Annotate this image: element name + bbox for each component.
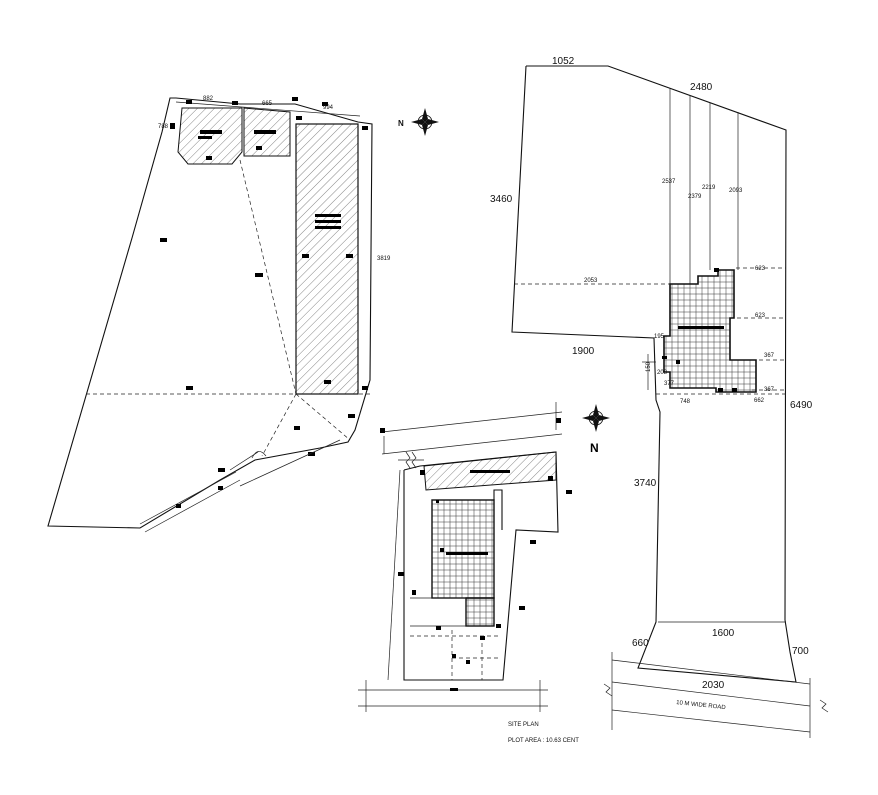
dim-right-frontage: 1600 [712,628,735,639]
site-plan-title: SITE PLAN [508,722,539,728]
dim-left-left: 788 [158,124,169,130]
dim-right-bottom-left: 1900 [572,346,595,357]
dim-left-top1: 882 [203,96,214,102]
dim-r2: 623 [755,313,766,319]
dim-v3: 2219 [702,185,716,191]
north-label-small: N [398,119,404,128]
dim-right-corner-left: 660 [632,638,649,649]
dim-left-top3: 994 [323,105,334,111]
dim-b1: 748 [680,399,691,405]
left-plot-boundary [47,97,373,529]
dim-s2: 208 [657,370,668,376]
dim-left-right: 3819 [377,256,391,262]
dim-right-top-long: 2480 [690,82,713,93]
dim-right-right: 6490 [790,400,813,411]
dim-s1: 195 [654,334,665,340]
north-label: N [590,441,599,455]
dim-v4: 2093 [729,188,743,194]
compass-icon [582,404,610,432]
north-arrow-icon [411,108,439,136]
dim-right-top-short: 1052 [552,56,575,67]
dim-right-corner-right: 700 [792,646,809,657]
dim-s4: 150 [646,361,652,372]
dim-r1: 623 [755,266,766,272]
dim-h1: 2053 [584,278,598,284]
dim-v2: 2379 [688,194,702,200]
dim-s3: 377 [664,381,675,387]
dim-left-top2: 665 [262,101,273,107]
dim-right-left: 3460 [490,194,513,205]
dim-right-lower-left: 3740 [634,478,657,489]
right-plot [511,65,829,738]
plot-area-note: PLOT AREA : 10.63 CENT [508,738,579,744]
road-label: 10 M WIDE ROAD [676,700,727,711]
dim-road-width: 2030 [702,680,725,691]
dim-r3: 367 [764,353,775,359]
dim-b2: 662 [754,398,765,404]
dim-r4: 367 [764,387,775,393]
center-site-plan [358,402,572,712]
dim-v1: 2537 [662,179,676,185]
left-plot [47,97,373,533]
